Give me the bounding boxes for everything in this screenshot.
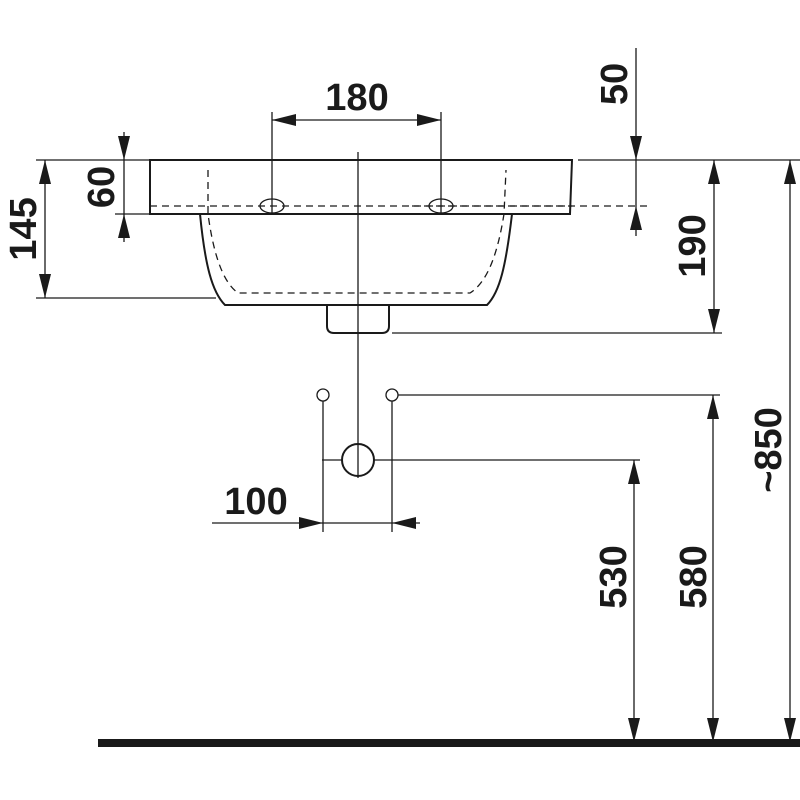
dim-label-850: ~850 xyxy=(748,407,790,493)
dim-label-50: 50 xyxy=(594,63,636,105)
dim-label-100: 100 xyxy=(224,481,287,523)
dim-rim-height: ~850 xyxy=(748,160,796,742)
basin-rim xyxy=(149,159,574,215)
dim-label-190: 190 xyxy=(672,214,714,277)
supply-connection-right xyxy=(385,388,399,402)
dim-overflow-offset: 50 xyxy=(412,48,800,236)
basin-inner-bowl xyxy=(207,169,507,294)
dim-tap-spacing: 180 xyxy=(271,77,442,215)
dim-supply-height: 580 xyxy=(673,395,719,742)
connections xyxy=(316,388,720,532)
dim-basin-depth: 145 xyxy=(3,159,216,299)
dim-label-60: 60 xyxy=(81,166,123,208)
supply-connection-left xyxy=(316,388,330,402)
dim-label-580: 580 xyxy=(673,545,715,608)
dim-rim-thickness: 60 xyxy=(81,132,150,242)
dim-label-530: 530 xyxy=(593,545,635,608)
dim-label-180: 180 xyxy=(325,77,388,119)
dim-waste-height: 530 xyxy=(593,460,640,742)
dim-rim-to-bottom: 190 xyxy=(392,160,722,334)
dim-waste-spacing: 100 xyxy=(212,481,420,529)
floor-line xyxy=(98,739,800,747)
dim-label-145: 145 xyxy=(3,197,45,260)
basin-bowl-outline xyxy=(199,213,513,306)
washbasin xyxy=(149,159,574,334)
